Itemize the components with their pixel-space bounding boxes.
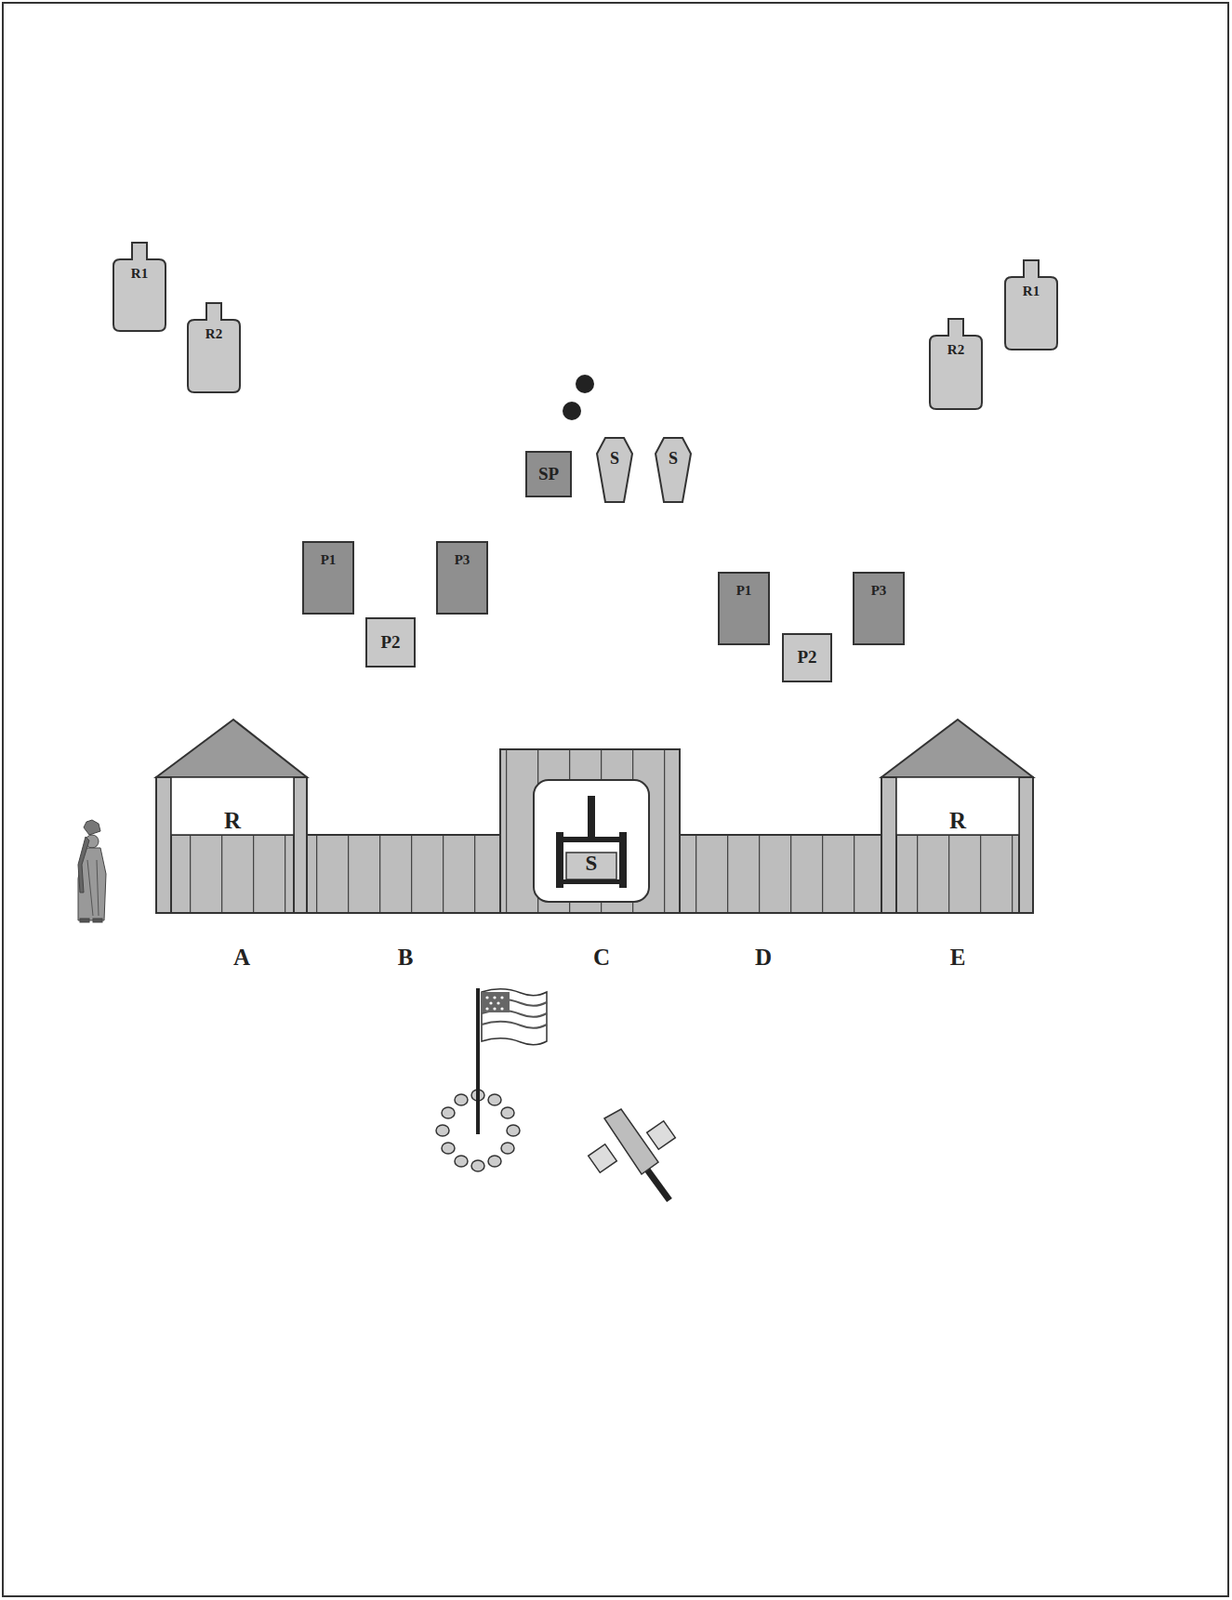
position-letter: B [397, 944, 414, 971]
pistol-target: P2 [365, 617, 416, 668]
rifle-target: R2 [186, 302, 241, 394]
cart-outline [532, 779, 650, 903]
shotgun-target: S [654, 437, 692, 504]
target-label: R1 [1022, 283, 1040, 300]
darktop-outline [717, 571, 770, 646]
darktop-outline [436, 541, 489, 615]
target-label: S [609, 450, 620, 469]
rifle-window: R [171, 777, 294, 835]
target-label: S [585, 851, 598, 875]
pistol-target: P1 [302, 541, 355, 615]
position-letter: E [950, 944, 967, 971]
rifle-target: R1 [112, 241, 167, 332]
position-letter: A [233, 944, 251, 971]
target-label: R [224, 808, 241, 835]
center-wall [500, 749, 680, 914]
target-label: S [668, 450, 678, 469]
pistol-target: P2 [781, 633, 833, 683]
fence [679, 834, 882, 914]
darktop-outline [852, 571, 905, 646]
target-label: P2 [796, 648, 817, 668]
target-label: R2 [205, 326, 223, 343]
coffin-outline [654, 437, 692, 504]
indian-figure [78, 820, 106, 923]
flag [436, 988, 547, 1172]
cannon [588, 1109, 676, 1201]
shotgun-target: S [596, 437, 634, 504]
shotgun-popper: SP [525, 450, 572, 498]
target-label: P1 [320, 552, 337, 569]
target-label: R2 [947, 342, 965, 358]
shot-dot [562, 401, 582, 421]
bottle-outline [186, 302, 241, 394]
rifle-window: R [896, 777, 1020, 835]
rifle-target: R2 [928, 317, 983, 411]
shot-dot [575, 374, 595, 394]
target-label: SP [538, 464, 559, 485]
target-label: P2 [380, 633, 400, 653]
darktop-outline [302, 541, 355, 615]
pistol-target: P3 [436, 541, 489, 615]
pistol-target: P3 [852, 571, 905, 646]
target-label: R1 [131, 265, 148, 282]
bottle-outline [1004, 259, 1059, 351]
pistol-target: P1 [717, 571, 770, 646]
position-letter: D [755, 944, 772, 971]
right-building [881, 719, 1034, 914]
coffin-outline [596, 437, 634, 504]
target-label: R [949, 808, 967, 835]
rifle-target: R1 [1004, 259, 1059, 351]
target-label: P3 [871, 582, 888, 599]
fence [306, 834, 501, 914]
position-letter: C [593, 944, 610, 971]
target-label: P1 [736, 582, 753, 599]
target-label: P3 [454, 552, 471, 569]
bottle-outline [928, 317, 983, 411]
bottle-outline [112, 241, 167, 332]
shotgun-cart: S [532, 779, 650, 903]
left-building [156, 719, 307, 914]
